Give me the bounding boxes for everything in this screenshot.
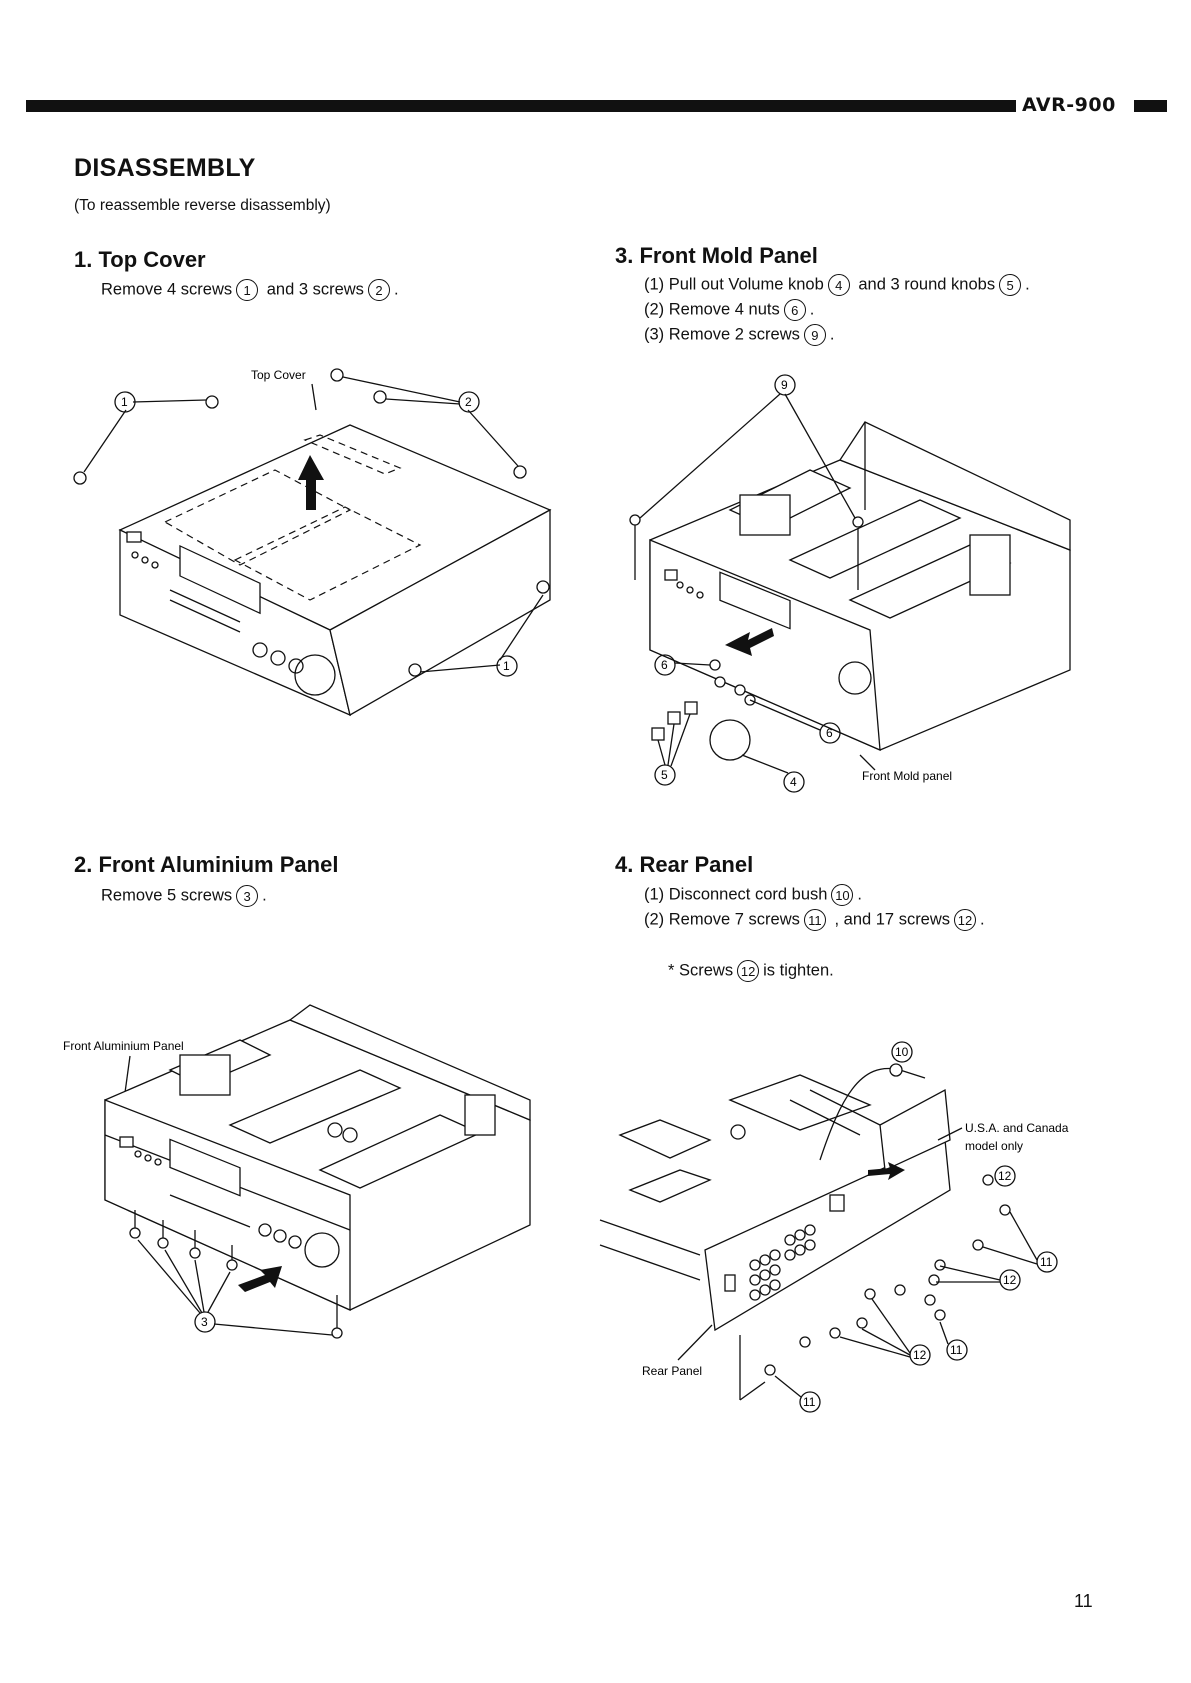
knob-icon	[651, 701, 751, 761]
marker-4: 4	[790, 775, 797, 789]
screw-icon	[764, 1174, 1011, 1376]
marker-12: 12	[1003, 1273, 1017, 1287]
screw-icon	[129, 1210, 343, 1339]
note-text: * Screws	[668, 961, 734, 980]
step-text: .	[393, 280, 399, 299]
header-rule-tail	[1134, 100, 1167, 112]
step-text: .	[857, 885, 863, 904]
marker-9: 9	[803, 324, 826, 346]
jack-icon	[749, 1224, 816, 1301]
step-text: (3) Remove 2 screws	[644, 325, 800, 344]
step-text: .	[829, 325, 835, 344]
marker-10: 10	[895, 1045, 909, 1059]
marker-4: 4	[827, 274, 850, 296]
label-usa-canada: U.S.A. and Canada	[965, 1121, 1069, 1135]
marker-11: 11	[803, 1395, 816, 1409]
figure-front-aluminium-panel: Front Aluminium Panel 3	[63, 1004, 531, 1339]
step-text: (1) Pull out Volume knob	[644, 275, 824, 294]
marker-3: 3	[201, 1315, 208, 1329]
step-text: .	[262, 886, 267, 905]
label-model-only: model only	[965, 1139, 1023, 1153]
marker-11: 11	[950, 1343, 963, 1357]
marker-12: 12	[737, 960, 760, 982]
marker-5: 5	[661, 768, 668, 782]
page-subtitle: (To reassemble reverse disassembly)	[74, 197, 331, 214]
marker-9: 9	[781, 378, 788, 392]
marker-11: 11	[1040, 1255, 1053, 1269]
marker-1: 1	[503, 659, 510, 673]
marker-10: 10	[831, 884, 854, 906]
page-number: 11	[1074, 1591, 1093, 1611]
step-text: Remove 5 screws	[101, 886, 233, 905]
step-text: .	[809, 300, 815, 319]
marker-12: 12	[913, 1348, 927, 1362]
marker-12: 12	[954, 909, 977, 931]
marker-6: 6	[826, 726, 833, 740]
marker-6: 6	[783, 299, 806, 321]
nut-icon	[709, 659, 756, 706]
step-text: .	[980, 910, 985, 929]
step-text: (2) Remove 4 nuts	[644, 300, 780, 319]
label-front-mold-panel: Front Mold panel	[862, 769, 952, 783]
label-top-cover: Top Cover	[251, 368, 306, 382]
section-4-title: 4. Rear Panel	[615, 852, 754, 877]
note-text: is tighten.	[763, 961, 834, 980]
step-text: and 3 screws	[266, 280, 364, 299]
step-text: and 3 round knobs	[858, 275, 996, 294]
step-text: .	[1025, 275, 1030, 294]
marker-1: 1	[236, 279, 259, 301]
section-3-title: 3. Front Mold Panel	[615, 243, 818, 268]
figure-rear-panel: 10 U.S.A. and Canada model only 12 11 11…	[599, 1041, 1069, 1413]
section-1-title: 1. Top Cover	[74, 247, 206, 272]
label-rear-panel: Rear Panel	[642, 1364, 702, 1378]
header-rule	[26, 100, 1016, 112]
marker-11: 11	[803, 909, 826, 931]
section-2-title: 2. Front Aluminium Panel	[74, 852, 339, 877]
marker-2: 2	[367, 279, 390, 301]
marker-12: 12	[998, 1169, 1012, 1183]
step-text: (2) Remove 7 screws	[644, 910, 800, 929]
label-front-aluminium-panel: Front Aluminium Panel	[63, 1039, 184, 1053]
model-name: AVR-900	[1022, 94, 1116, 116]
marker-1: 1	[121, 395, 128, 409]
marker-6: 6	[661, 658, 668, 672]
figure-top-cover: Top Cover 1 1 2	[73, 368, 552, 717]
page-title: DISASSEMBLY	[74, 154, 256, 182]
marker-5: 5	[999, 274, 1022, 296]
step-text: (1) Disconnect cord bush	[644, 885, 828, 904]
figure-front-mold-panel: 9 6 6 5 4 Front Mold panel	[629, 374, 1071, 793]
marker-3: 3	[236, 885, 259, 907]
step-text: Remove 4 screws	[101, 280, 233, 299]
screw-icon	[73, 368, 550, 677]
marker-2: 2	[465, 395, 472, 409]
step-text: , and 17 screws	[834, 910, 951, 929]
